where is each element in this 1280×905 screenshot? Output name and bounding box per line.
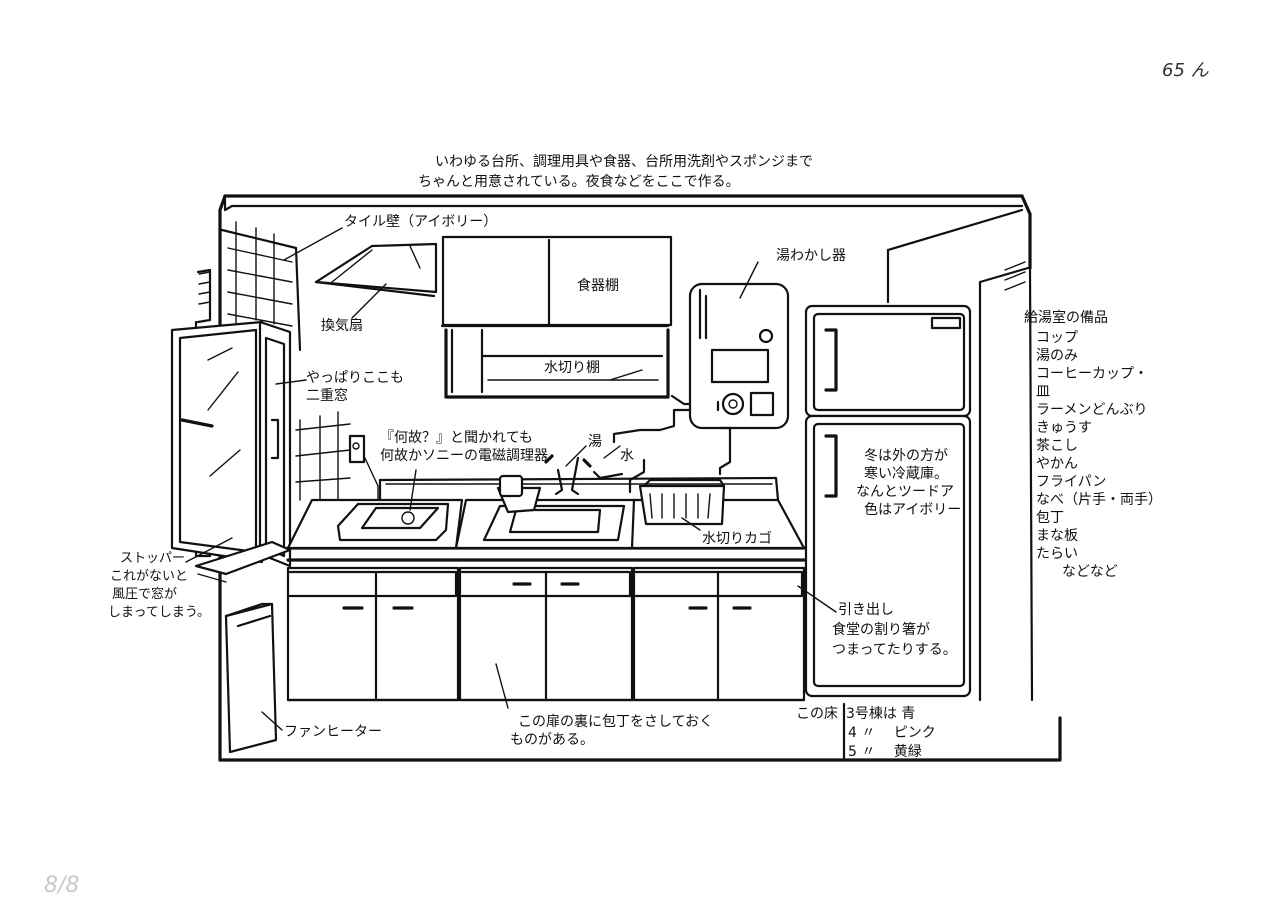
label-induction-1: 『何故？』と聞かれても [380, 430, 533, 446]
label-induction-2: 何故かソニーの電磁調理器 [380, 448, 548, 464]
water-heater-unit [612, 282, 790, 476]
dish-basket [638, 478, 726, 526]
label-dish-basket: 水切りカゴ [702, 530, 772, 547]
label-hot: 湯 [588, 433, 602, 450]
label-fridge-3: なんとツードア [856, 484, 954, 500]
caption-line-2: ちゃんと用意されている。夜食などをここで作る。 [418, 173, 740, 190]
label-stopper-4: しまってしまう。 [108, 605, 210, 620]
supplies-item: きゅうす [1036, 420, 1092, 436]
label-stopper-2: これがないと [110, 569, 188, 584]
label-water-heater: 湯わかし器 [776, 247, 846, 264]
labels: タイル壁（アイボリー） 換気扇 食器棚 水切り棚 湯わかし器 やっぱりここも 二… [108, 214, 961, 760]
label-floor-2: 4 〃 ピンク [848, 725, 936, 741]
supplies-item: まな板 [1036, 528, 1078, 544]
supplies-item: コーヒーカップ・ [1036, 366, 1148, 382]
label-fridge-2: 寒い冷蔵庫。 [864, 465, 948, 482]
label-floor-1: 3号棟は 青 [846, 706, 915, 722]
label-stopper-1: ストッパー [120, 551, 185, 566]
caption-line-1: いわゆる台所、調理用具や食器、台所用洗剤やスポンジまで [435, 153, 813, 170]
page-number: 65 ん [1162, 60, 1210, 81]
supplies-item: なべ（片手・両手） [1036, 492, 1162, 508]
supplies-item: コップ [1036, 330, 1078, 346]
label-tile-wall: タイル壁（アイボリー） [344, 214, 497, 230]
supplies-list: 給湯室の備品 コップ 湯のみ コーヒーカップ・ 皿 ラーメンどんぶり きゅうす … [1024, 309, 1162, 580]
label-cold: 水 [620, 448, 634, 464]
stopper-ledge [194, 540, 292, 583]
supplies-item: フライパン [1036, 474, 1106, 490]
label-stopper-3: 風圧で窓が [112, 586, 177, 602]
label-fan-heater: ファンヒーター [284, 724, 382, 740]
label-door-2: ものがある。 [510, 732, 594, 748]
range-hood [314, 242, 438, 298]
sponge-tray [496, 474, 542, 514]
supplies-item: などなど [1062, 564, 1118, 580]
label-fridge-1: 冬は外の方が [864, 448, 948, 464]
supplies-item: 包丁 [1036, 510, 1064, 526]
fridge [804, 304, 972, 698]
supplies-item: 湯のみ [1036, 347, 1078, 364]
label-drawer-1: 引き出し [838, 602, 894, 618]
label-drying-shelf: 水切り棚 [544, 360, 600, 376]
label-drawer-3: つまってたりする。 [832, 642, 957, 658]
tile-wall [227, 221, 351, 509]
room-frame [196, 194, 1062, 762]
induction-cooker [336, 469, 450, 542]
faint-mark: 8/8 [44, 873, 79, 898]
supplies-item: やかん [1036, 456, 1078, 472]
supplies-item: ラーメンどんぶり [1036, 402, 1147, 418]
label-drawer-2: 食堂の割り箸が [832, 621, 930, 638]
label-floor-3: 5 〃 黄緑 [848, 743, 922, 760]
supplies-item: 皿 [1036, 384, 1050, 400]
supplies-item: たらい [1036, 546, 1078, 562]
label-fridge-4: 色はアイボリー [864, 501, 961, 518]
label-vent-fan: 換気扇 [321, 318, 363, 334]
label-cupboard: 食器棚 [577, 277, 619, 294]
supplies-title: 給湯室の備品 [1024, 309, 1108, 326]
label-floor-head: この床 [796, 706, 838, 722]
counter-cabinets [286, 476, 806, 702]
faucets [544, 445, 646, 496]
fan-heater [224, 602, 278, 754]
leader-lines [185, 227, 837, 731]
label-door-1: この扉の裏に包丁をさしておく [518, 713, 713, 730]
label-window-2: 二重窓 [306, 387, 348, 404]
upper-cupboard [440, 235, 673, 399]
supplies-item: 茶こし [1036, 438, 1078, 454]
label-window-1: やっぱりここも [306, 370, 404, 386]
